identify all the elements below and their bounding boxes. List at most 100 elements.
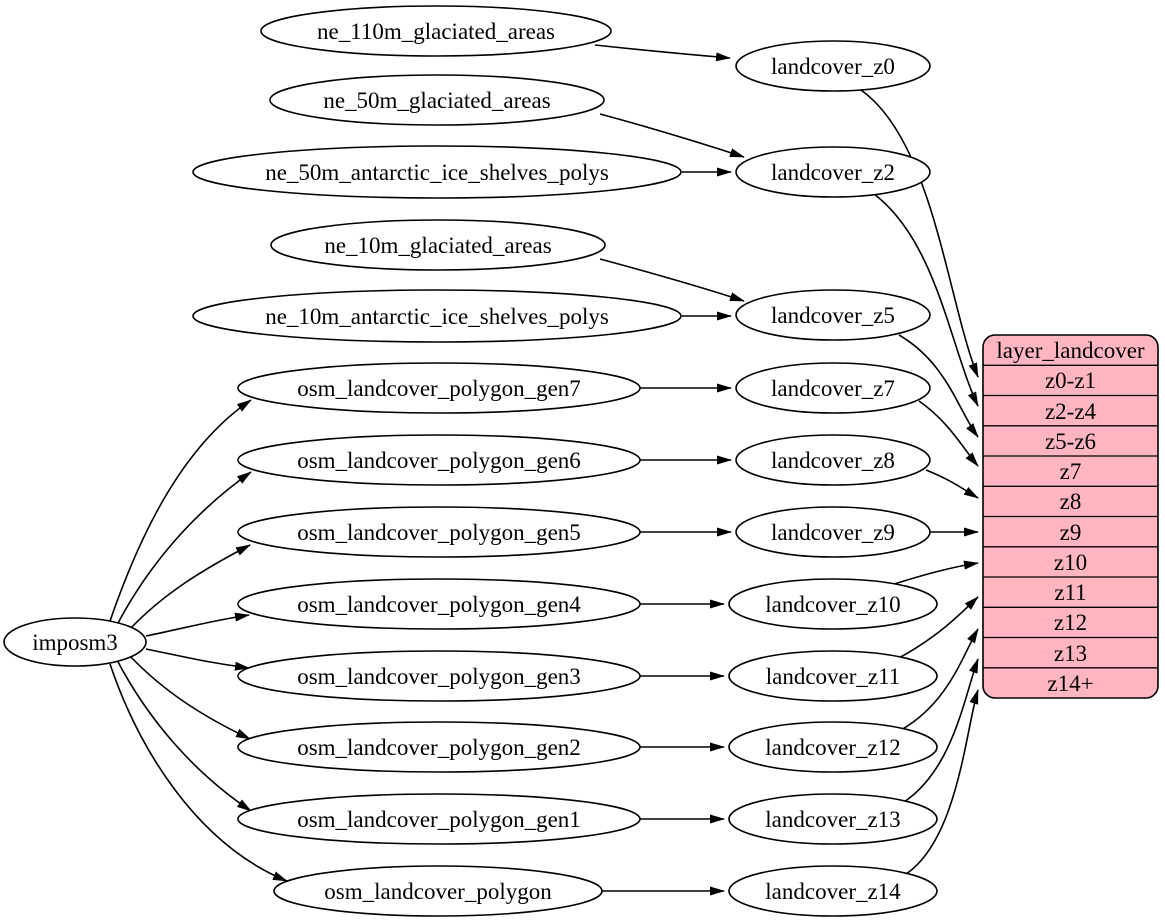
node-landcover-z14: landcover_z14	[728, 865, 938, 917]
node-landcover-z5: landcover_z5	[735, 289, 931, 341]
node-ne-110m-glaciated-areas: ne_110m_glaciated_areas	[260, 5, 612, 57]
record-row-z13: z13	[1054, 641, 1087, 666]
edge-ne-50m-glaciated-areas-to-landcover-z2	[599, 113, 745, 158]
node-label: landcover_z0	[771, 54, 895, 79]
node-label: landcover_z8	[771, 448, 895, 473]
node-ne-50m-glaciated-areas: ne_50m_glaciated_areas	[269, 74, 605, 126]
record-row-z11: z11	[1054, 580, 1086, 605]
node-ne-50m-antarctic-ice-shelves-polys: ne_50m_antarctic_ice_shelves_polys	[192, 145, 682, 199]
edge-imposm3-to-osm-landcover-polygon-gen1	[116, 659, 252, 812]
edge-layer	[109, 44, 979, 896]
node-landcover-z11: landcover_z11	[728, 650, 938, 702]
edge-landcover-z7-to-row-z7	[918, 400, 979, 467]
node-label: ne_110m_glaciated_areas	[317, 19, 555, 44]
node-label: osm_landcover_polygon_gen7	[297, 376, 581, 401]
node-ellipse	[735, 362, 931, 414]
record-row-z10: z10	[1054, 550, 1087, 575]
edge-ne-110m-glaciated-areas-to-landcover-z0	[594, 44, 731, 62]
node-label: osm_landcover_polygon	[324, 879, 552, 904]
node-landcover-z12: landcover_z12	[728, 721, 938, 773]
node-label: osm_landcover_polygon_gen1	[297, 807, 581, 832]
node-osm-landcover-polygon-gen2: osm_landcover_polygon_gen2	[237, 721, 641, 773]
node-landcover-z2: landcover_z2	[735, 146, 931, 198]
record-row-z12: z12	[1054, 610, 1087, 635]
edge-landcover-z8-to-row-z8	[925, 469, 979, 499]
node-osm-landcover-polygon-gen4: osm_landcover_polygon_gen4	[237, 578, 641, 630]
node-label: landcover_z14	[765, 879, 901, 904]
node-osm-landcover-polygon-gen7: osm_landcover_polygon_gen7	[237, 362, 641, 414]
node-label: ne_10m_antarctic_ice_shelves_polys	[265, 304, 609, 329]
node-imposm3: imposm3	[3, 617, 147, 667]
node-ellipse	[273, 865, 603, 917]
record-title: layer_landcover	[996, 338, 1144, 363]
node-ellipse	[260, 5, 612, 57]
node-ne-10m-antarctic-ice-shelves-polys: ne_10m_antarctic_ice_shelves_polys	[192, 289, 682, 343]
node-ellipse	[735, 146, 931, 198]
node-ellipse	[735, 40, 931, 92]
edge-imposm3-to-osm-landcover-polygon-gen3	[145, 648, 250, 671]
node-label: landcover_z5	[771, 303, 895, 328]
record-row-z5-z6: z5-z6	[1045, 429, 1096, 454]
node-landcover-z7: landcover_z7	[735, 362, 931, 414]
edge-imposm3-to-osm-landcover-polygon-gen7	[109, 399, 252, 622]
node-label: imposm3	[32, 630, 118, 655]
node-ellipse	[237, 721, 641, 773]
node-ellipse	[728, 793, 938, 845]
edge-landcover-z11-to-row-z11	[896, 596, 979, 660]
record-row-z7: z7	[1060, 459, 1082, 484]
node-label: landcover_z7	[771, 376, 895, 401]
edge-landcover-z10-to-row-z10	[890, 560, 979, 586]
edge-imposm3-to-osm-landcover-polygon-gen5	[128, 544, 251, 631]
edge-landcover-z13-to-row-z13	[903, 658, 979, 803]
node-ellipse	[728, 578, 938, 630]
node-ellipse	[237, 578, 641, 630]
node-ellipse	[728, 721, 938, 773]
node-ellipse	[3, 617, 147, 667]
record-row-z9: z9	[1060, 520, 1082, 545]
node-label: landcover_z11	[766, 664, 901, 689]
node-landcover-z9: landcover_z9	[735, 506, 931, 558]
node-label: osm_landcover_polygon_gen4	[297, 592, 581, 617]
node-label: landcover_z2	[771, 160, 895, 185]
edge-landcover-z2-to-row-z2-z4	[873, 193, 979, 407]
edge-imposm3-to-osm-landcover-polygon-gen6	[116, 471, 252, 626]
node-osm-landcover-polygon-gen6: osm_landcover_polygon_gen6	[237, 434, 641, 486]
node-ellipse	[270, 219, 606, 271]
node-label: osm_landcover_polygon_gen5	[297, 520, 581, 545]
node-label: landcover_z9	[771, 520, 895, 545]
node-osm-landcover-polygon-gen1: osm_landcover_polygon_gen1	[237, 793, 641, 845]
node-label: osm_landcover_polygon_gen6	[297, 448, 581, 473]
node-label: ne_10m_glaciated_areas	[324, 233, 551, 258]
node-layer: imposm3 ne_110m_glaciated_areas ne_50m_g…	[3, 5, 938, 917]
node-ellipse	[237, 434, 641, 486]
edge-imposm3-to-osm-landcover-polygon-gen2	[128, 654, 251, 740]
node-label: ne_50m_antarctic_ice_shelves_polys	[265, 160, 609, 185]
node-ellipse	[735, 506, 931, 558]
node-osm-landcover-polygon: osm_landcover_polygon	[273, 865, 603, 917]
node-label: osm_landcover_polygon_gen3	[297, 664, 581, 689]
node-landcover-z10: landcover_z10	[728, 578, 938, 630]
edge-landcover-z14-to-row-z14plus	[905, 689, 979, 875]
node-osm-landcover-polygon-gen3: osm_landcover_polygon_gen3	[237, 650, 641, 702]
node-label: landcover_z10	[765, 592, 900, 617]
edge-landcover-z0-to-row-z0-z1	[857, 87, 979, 378]
node-ne-10m-glaciated-areas: ne_10m_glaciated_areas	[270, 219, 606, 271]
node-ellipse	[237, 506, 641, 558]
node-ellipse	[735, 289, 931, 341]
edge-landcover-z12-to-row-z12	[900, 628, 979, 731]
node-ellipse	[728, 865, 938, 917]
node-ellipse	[192, 289, 682, 343]
node-label: landcover_z13	[765, 807, 900, 832]
node-landcover-z0: landcover_z0	[735, 40, 931, 92]
node-ellipse	[237, 793, 641, 845]
node-landcover-z8: landcover_z8	[735, 434, 931, 486]
node-landcover-z13: landcover_z13	[728, 793, 938, 845]
node-ellipse	[237, 362, 641, 414]
node-ellipse	[728, 650, 938, 702]
edge-landcover-z5-to-row-z5-z6	[898, 334, 979, 438]
edge-ne-10m-glaciated-areas-to-landcover-z5	[599, 258, 745, 302]
record-row-z8: z8	[1060, 489, 1082, 514]
node-label: landcover_z12	[765, 735, 900, 760]
